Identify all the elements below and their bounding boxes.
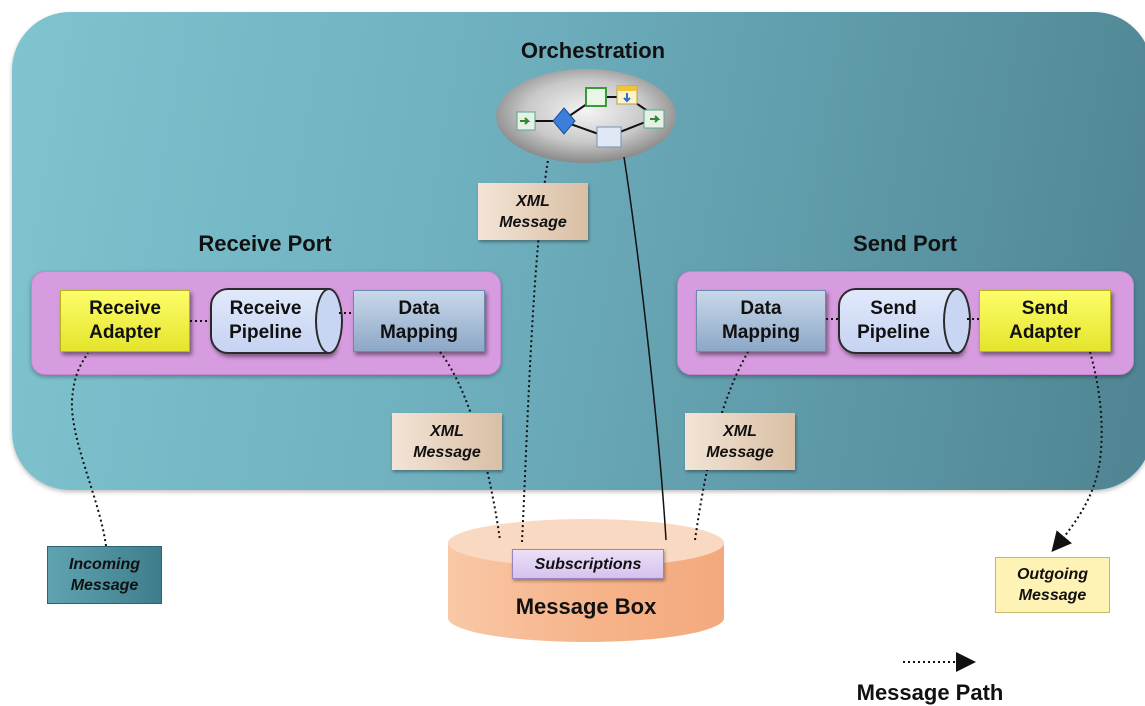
- receive-adapter: Receive Adapter: [60, 290, 190, 352]
- legend-label: Message Path: [856, 680, 1004, 705]
- path-incoming-to-adapter: [70, 352, 107, 547]
- send-data-mapping: Data Mapping: [696, 290, 826, 352]
- orchestration-title: Orchestration: [520, 38, 666, 63]
- message-box-title: Message Box: [515, 594, 657, 619]
- path-orchestration-to-box: [623, 156, 667, 541]
- receive-xml-message: XML Message: [392, 413, 502, 470]
- send-port-title: Send Port: [853, 231, 957, 256]
- send-pipeline-cap: [943, 288, 971, 354]
- path-box-to-orchestration: [521, 159, 549, 543]
- path-box-to-send-mapping: [694, 351, 749, 541]
- subscriptions-label: Subscriptions: [512, 549, 664, 579]
- orchestration-xml-message: XML Message: [478, 183, 588, 240]
- outgoing-message: Outgoing Message: [995, 557, 1110, 613]
- send-adapter: Send Adapter: [979, 290, 1111, 352]
- receive-pipeline-cap: [315, 288, 343, 354]
- path-send-adapter-to-outgoing: [1051, 351, 1103, 553]
- incoming-message: Incoming Message: [47, 546, 162, 604]
- send-xml-message: XML Message: [685, 413, 795, 470]
- receive-data-mapping: Data Mapping: [353, 290, 485, 352]
- receive-port-title: Receive Port: [198, 231, 332, 256]
